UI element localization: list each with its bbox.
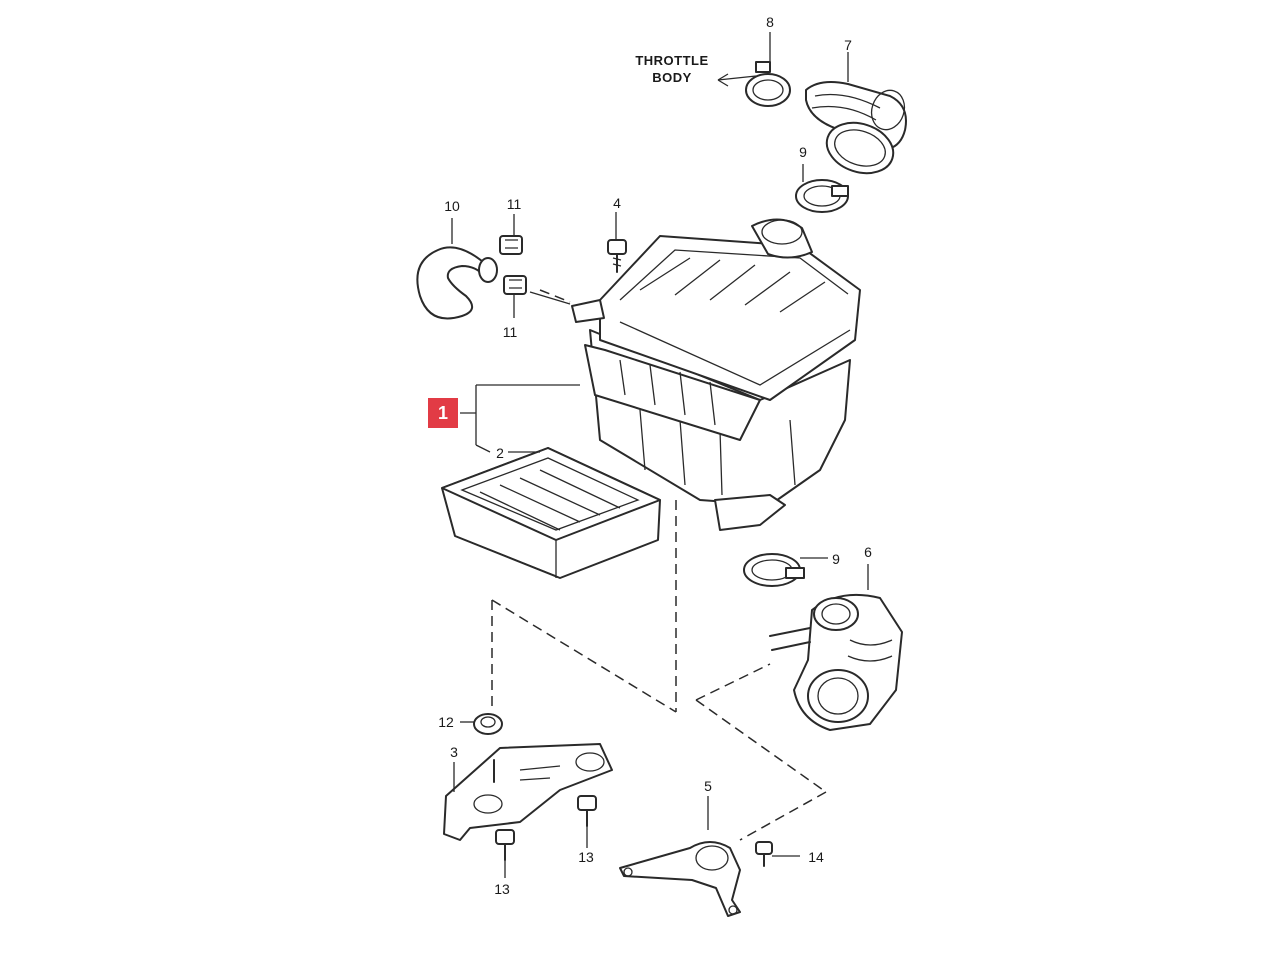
part-6-air-duct [769, 593, 903, 731]
part-11-hose-clip-upper [499, 235, 523, 255]
part-7-intake-duct [805, 81, 907, 175]
throttle-body-line-2: BODY [652, 70, 692, 85]
callout-8: 8 [766, 14, 774, 30]
part-13-bolt-lower [495, 829, 515, 861]
leader-lines [451, 32, 869, 878]
part-3-mounting-bracket [443, 743, 613, 841]
callout-9-upper: 9 [799, 144, 807, 160]
callout-7: 7 [844, 37, 852, 53]
part-10-breather-hose [416, 246, 498, 320]
callout-5: 5 [704, 778, 712, 794]
callout-11-lower: 11 [502, 324, 518, 340]
part-14-bolt [755, 841, 773, 867]
callout-3: 3 [450, 744, 458, 760]
part-13-bolt-upper [577, 795, 597, 827]
callout-1-highlight: 1 [428, 398, 458, 428]
part-9-clamp-lower [743, 553, 805, 587]
part-9-clamp-upper [795, 179, 849, 213]
part-8-hose-clamp [745, 61, 791, 107]
throttle-body-line-1: THROTTLE [635, 53, 709, 68]
callout-12: 12 [438, 714, 454, 730]
callout-6: 6 [864, 544, 872, 560]
callout-2: 2 [496, 445, 504, 461]
callout-13-lower: 13 [494, 881, 510, 897]
callout-9-lower: 9 [832, 551, 840, 567]
part-4-bolt [607, 239, 627, 273]
callout-14: 14 [808, 849, 824, 865]
callout-13-upper: 13 [578, 849, 594, 865]
callout-4: 4 [613, 195, 621, 211]
assembly-dashed-lines [491, 500, 827, 841]
callout-11-upper: 11 [506, 196, 522, 212]
part-12-grommet [473, 713, 503, 735]
part-1-air-cleaner-assembly [571, 218, 861, 531]
throttle-body-label: THROTTLE BODY [622, 52, 722, 86]
part-2-air-filter [441, 447, 661, 579]
part-5-resonator [619, 841, 741, 917]
callout-10: 10 [444, 198, 460, 214]
part-11-hose-clip-lower [503, 275, 527, 295]
